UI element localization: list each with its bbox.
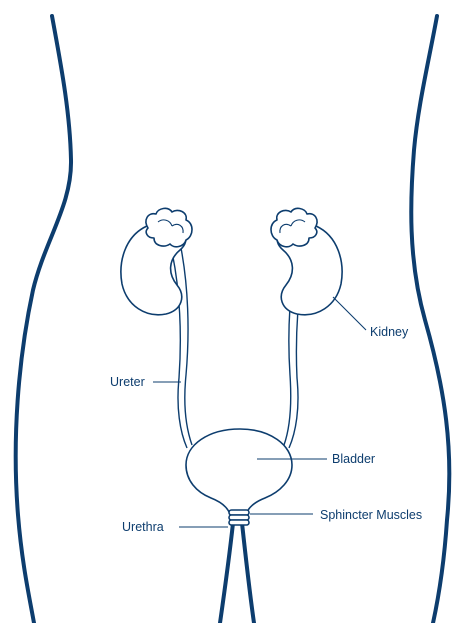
ureter-label: Ureter xyxy=(110,375,145,389)
kidney-left xyxy=(121,208,192,314)
body-outline-right xyxy=(411,16,449,623)
sphincter-muscles xyxy=(229,510,249,525)
body-outline-left xyxy=(16,16,71,623)
bladder-body xyxy=(186,429,292,520)
ureter-left xyxy=(181,248,192,445)
kidney-right xyxy=(271,208,342,314)
bladder xyxy=(186,429,292,520)
kidney-label: Kidney xyxy=(370,325,409,339)
leg-inner-right xyxy=(242,523,254,623)
ureters xyxy=(172,248,306,448)
leg-inner-left xyxy=(220,523,233,623)
urethra-label: Urethra xyxy=(122,520,164,534)
sphincter-ring-3 xyxy=(229,520,249,525)
body-outline xyxy=(16,16,450,623)
sphincter-muscles-label: Sphincter Muscles xyxy=(320,508,422,522)
bladder-label: Bladder xyxy=(332,452,375,466)
labels: Kidney Ureter Bladder Sphincter Muscles … xyxy=(110,325,422,534)
kidney-leader-line xyxy=(333,297,366,330)
